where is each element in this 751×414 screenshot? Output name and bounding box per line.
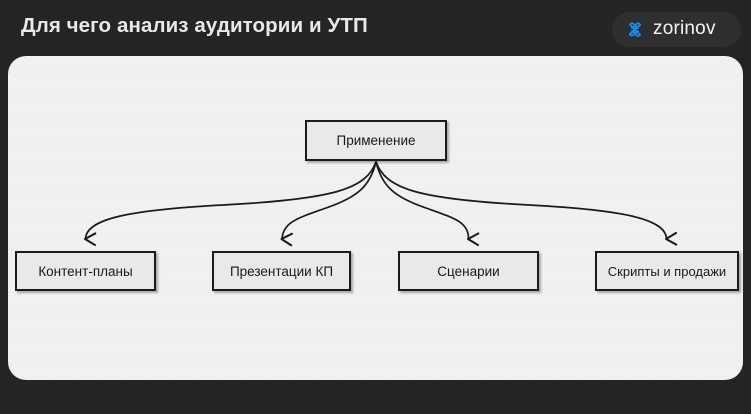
flow-node-content-plans[interactable]: Контент-планы [15, 251, 156, 291]
flow-node-scenarios[interactable]: Сценарии [398, 251, 539, 291]
zorinov-cluster-icon [628, 21, 642, 37]
brand-name: zorinov [653, 18, 716, 39]
flowchart: Применение Контент-планы Презентации КП … [8, 56, 743, 380]
brand-logo: zorinov [612, 12, 741, 47]
page-title: Для чего анализ аудитории и УТП [21, 14, 368, 37]
connector-edges [83, 161, 678, 247]
diagram-card: Применение Контент-планы Презентации КП … [8, 56, 743, 380]
flow-node-root[interactable]: Применение [305, 120, 447, 161]
edge-root-to-leaf-4 [375, 161, 678, 246]
edge-root-to-leaf-3 [375, 161, 480, 247]
edge-root-to-leaf-1 [83, 161, 377, 247]
flow-node-presentations[interactable]: Презентации КП [212, 251, 351, 291]
flow-node-scripts-and-sales[interactable]: Скрипты и продажи [595, 251, 739, 291]
edge-root-to-leaf-2 [280, 161, 377, 247]
